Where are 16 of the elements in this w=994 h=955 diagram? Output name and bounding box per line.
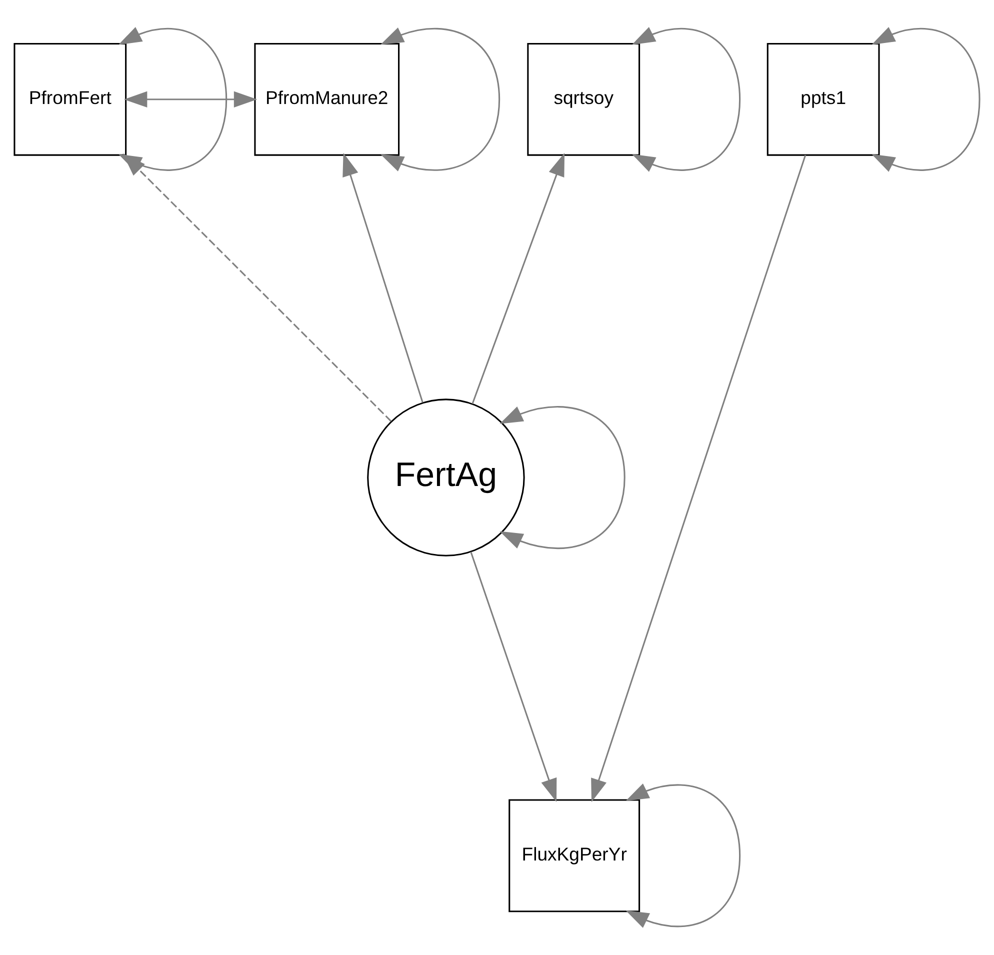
arrow	[342, 152, 424, 403]
arrow	[872, 26, 980, 172]
arrow	[124, 91, 258, 108]
arrow	[470, 552, 557, 802]
arrow	[632, 26, 741, 172]
node-box: PfromManure2	[254, 42, 400, 156]
node-box: sqrtsoy	[527, 42, 640, 156]
node-box: ppts1	[766, 42, 880, 156]
node-box: PfromFert	[14, 42, 127, 156]
arrow	[380, 27, 500, 172]
node-box: FluxKgPerYr	[508, 799, 640, 912]
arrow	[591, 154, 806, 802]
arrow	[500, 406, 626, 549]
arrow	[472, 152, 565, 404]
arrow	[122, 153, 392, 422]
arrow	[626, 784, 741, 928]
